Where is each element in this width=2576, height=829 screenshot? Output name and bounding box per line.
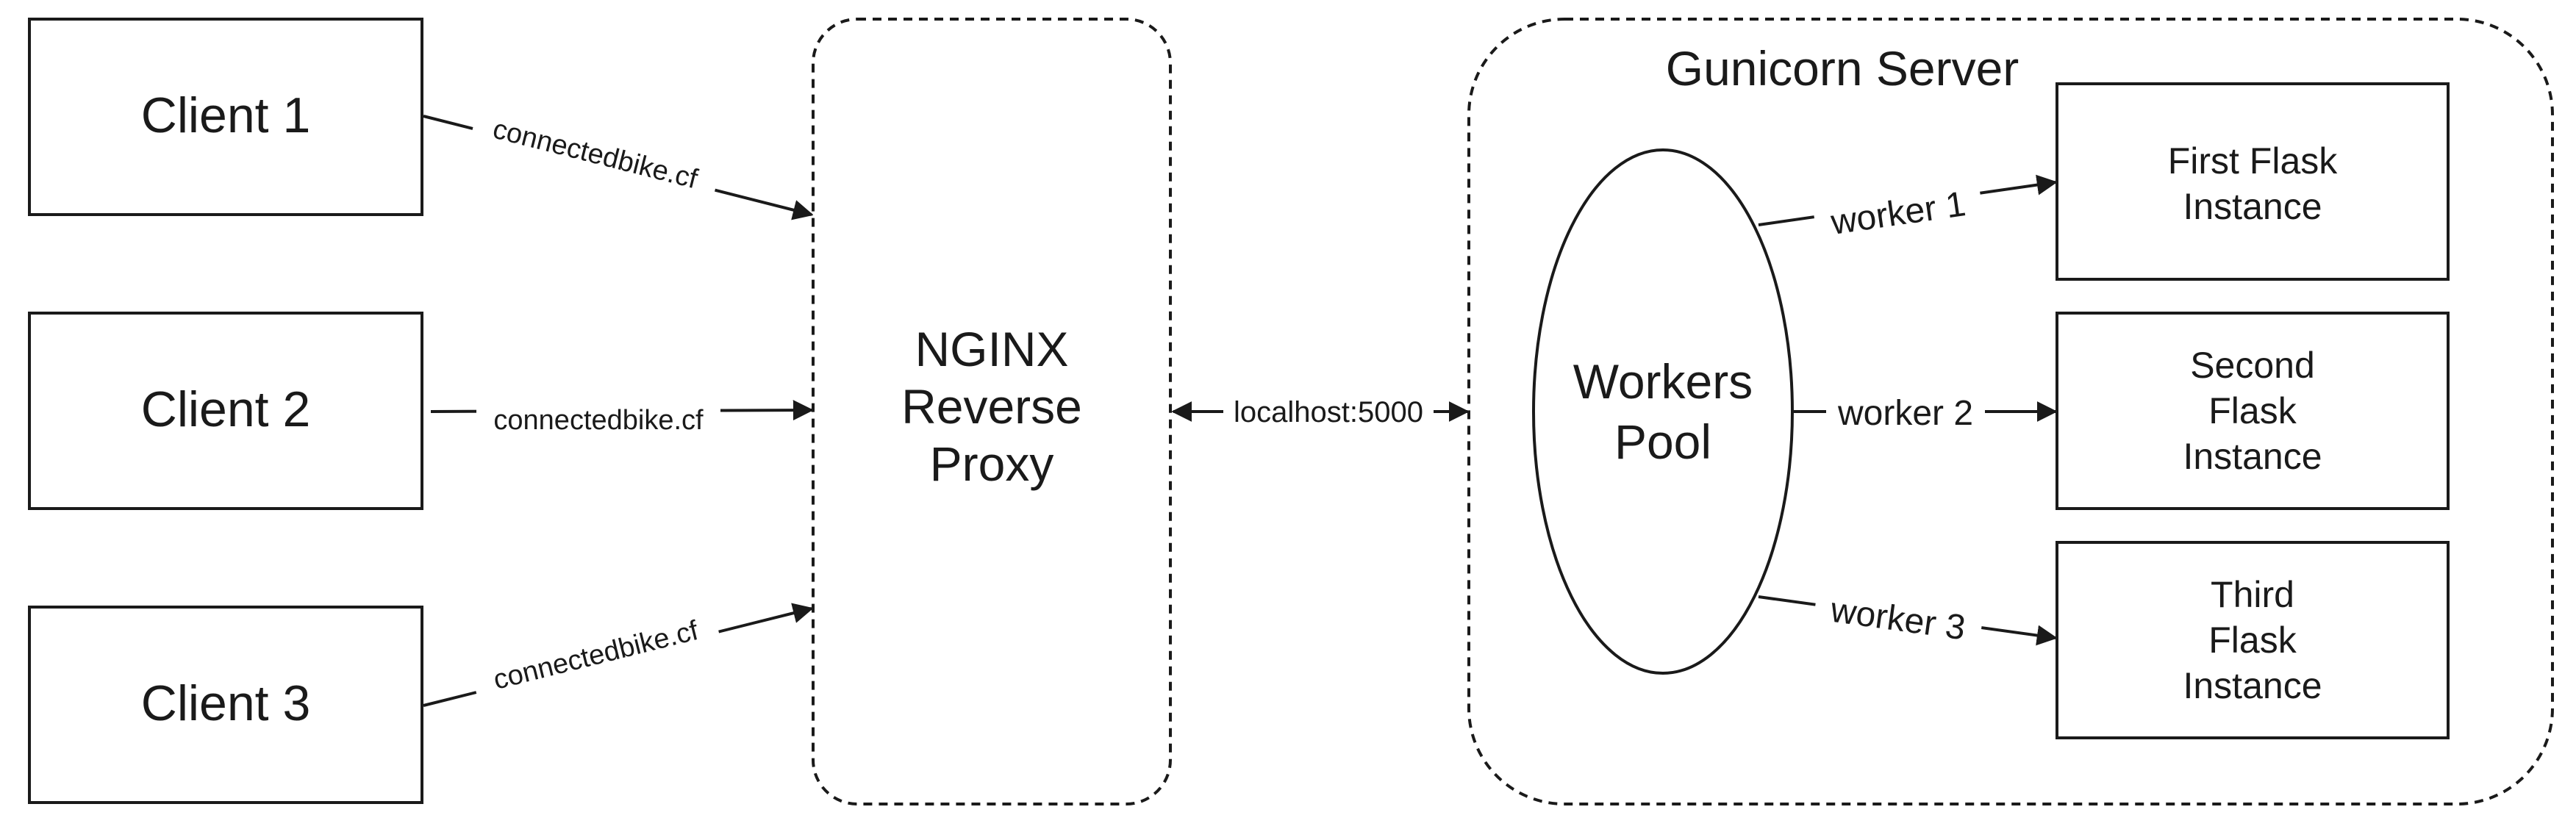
- client-3-edge-label: connectedbike.cf: [490, 615, 701, 696]
- client-3-label: Client 3: [141, 675, 311, 731]
- flask-instance-1-node: First Flask Instance: [2056, 82, 2450, 281]
- flask-2-line-2: Flask: [2208, 390, 2297, 431]
- flask-3-line-2: Flask: [2208, 620, 2297, 661]
- gunicorn-server-node: Gunicorn Server: [1467, 18, 2554, 805]
- proxy-line-1: NGINX: [915, 322, 1068, 376]
- flask-instance-2-node: Second Flask Instance: [2056, 312, 2450, 510]
- worker-2-label: worker 2: [1837, 394, 1973, 433]
- client-3-node: Client 3: [28, 606, 423, 804]
- pool-line-2: Pool: [1614, 414, 1711, 469]
- worker-1-edge: worker 1: [1758, 174, 2058, 244]
- flask-3-line-1: Third: [2211, 574, 2294, 615]
- flask-instance-3-node: Third Flask Instance: [2056, 541, 2450, 739]
- nginx-proxy-node: NGINX Reverse Proxy: [812, 18, 1172, 805]
- client-1-edge-label: connectedbike.cf: [490, 114, 701, 195]
- workers-pool-node: Workers Pool: [1532, 148, 1794, 675]
- worker-2-edge: worker 2: [1794, 392, 2058, 433]
- worker-3-label: worker 3: [1828, 590, 1968, 647]
- client-2-edge: connectedbike.cf: [430, 400, 814, 436]
- flask-1-line-2: Instance: [2183, 186, 2322, 227]
- client-2-edge-label: connectedbike.cf: [493, 405, 704, 436]
- localhost-edge: localhost:5000: [1171, 394, 1470, 429]
- localhost-label: localhost:5000: [1234, 396, 1423, 428]
- proxy-line-3: Proxy: [930, 437, 1054, 491]
- client-1-edge: connectedbike.cf: [423, 106, 814, 220]
- client-3-edge: connectedbike.cf: [423, 603, 814, 707]
- client-1-label: Client 1: [141, 87, 311, 143]
- gunicorn-server-title: Gunicorn Server: [1666, 41, 2019, 96]
- flask-3-line-3: Instance: [2183, 665, 2322, 706]
- proxy-line-2: Reverse: [901, 379, 1082, 434]
- flask-2-line-1: Second: [2190, 345, 2315, 386]
- client-2-label: Client 2: [141, 381, 311, 437]
- client-2-node: Client 2: [28, 312, 423, 510]
- worker-3-edge: worker 3: [1758, 586, 2058, 650]
- pool-line-1: Workers: [1573, 354, 1753, 409]
- flask-2-line-3: Instance: [2183, 436, 2322, 477]
- client-1-node: Client 1: [28, 18, 423, 216]
- flask-1-line-1: First Flask: [2168, 140, 2339, 182]
- worker-1-label: worker 1: [1828, 184, 1968, 243]
